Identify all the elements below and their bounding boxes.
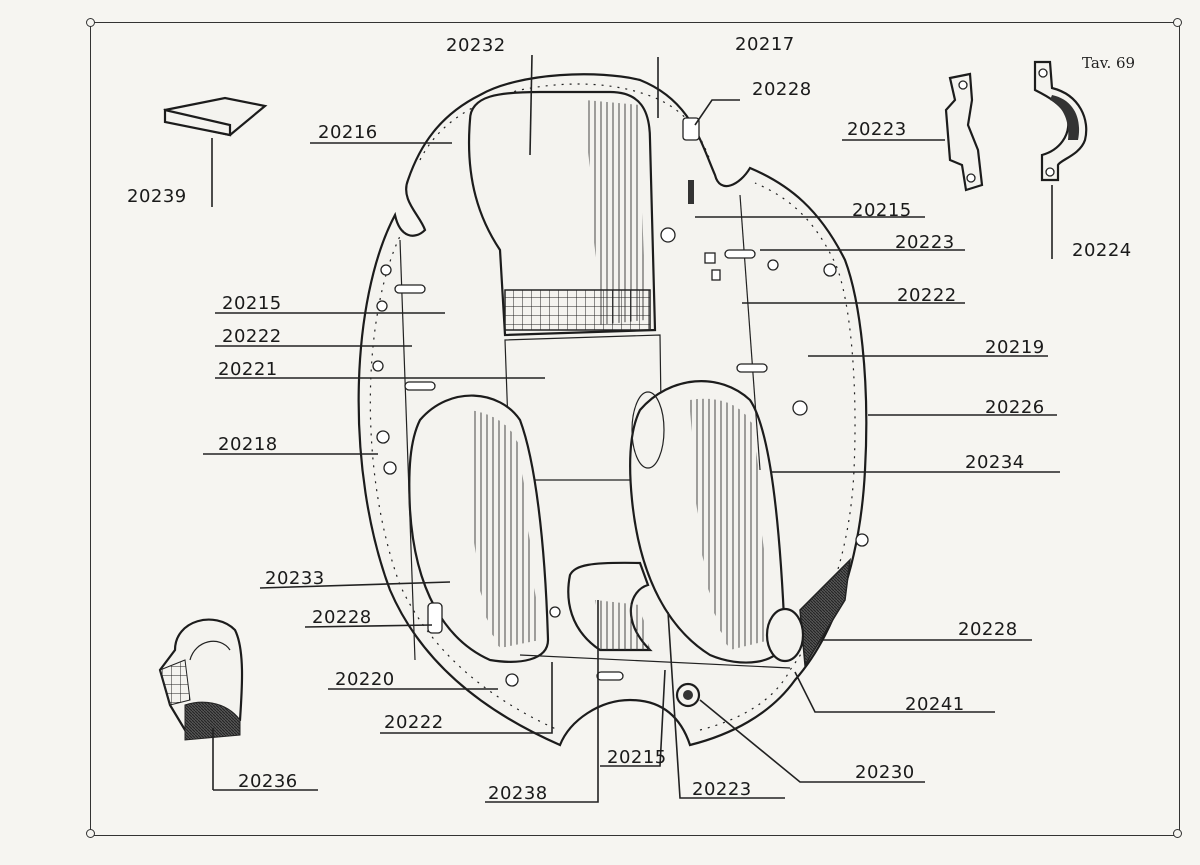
part-number-label: 20226 bbox=[985, 397, 1045, 418]
part-number-label: 20221 bbox=[218, 359, 278, 380]
part-number-label: 20222 bbox=[384, 712, 444, 733]
leader-line bbox=[794, 671, 995, 713]
part-number-label: 20239 bbox=[127, 186, 187, 207]
leader-line bbox=[667, 611, 785, 799]
part-number-label: 20236 bbox=[238, 771, 298, 792]
frame-corner bbox=[1173, 18, 1182, 27]
part-number-label: 20241 bbox=[905, 694, 965, 715]
frame-corner bbox=[86, 829, 95, 838]
part-number-label: 20222 bbox=[897, 285, 957, 306]
part-number-label: 20224 bbox=[1072, 240, 1132, 261]
leader-line bbox=[699, 699, 925, 783]
part-number-label: 20233 bbox=[265, 568, 325, 589]
part-20224-strap bbox=[1033, 60, 1088, 182]
part-number-label: 20223 bbox=[895, 232, 955, 253]
leader-line bbox=[304, 624, 433, 628]
part-number-label: 20217 bbox=[735, 34, 795, 55]
bulkhead-assembly bbox=[357, 73, 869, 747]
part-20223-bracket bbox=[944, 72, 984, 192]
leader-line bbox=[212, 728, 318, 791]
part-number-label: 20230 bbox=[855, 762, 915, 783]
part-number-label: 20223 bbox=[847, 119, 907, 140]
sheet-label: Tav. 69 bbox=[1082, 54, 1136, 72]
part-20236-clamp bbox=[158, 618, 244, 741]
part-number-label: 20216 bbox=[318, 122, 378, 143]
leader-line bbox=[600, 669, 666, 767]
part-number-label: 20215 bbox=[852, 200, 912, 221]
drawing-frame bbox=[90, 22, 1180, 836]
part-number-label: 20215 bbox=[607, 747, 667, 768]
leader-line bbox=[485, 600, 599, 803]
frame-corner bbox=[1173, 829, 1182, 838]
part-number-label: 20223 bbox=[692, 779, 752, 800]
frame-corner bbox=[86, 18, 95, 27]
part-number-label: 20218 bbox=[218, 434, 278, 455]
part-number-label: 20215 bbox=[222, 293, 282, 314]
leader-line bbox=[529, 54, 533, 156]
part-number-label: 20220 bbox=[335, 669, 395, 690]
part-20239-plate bbox=[163, 96, 268, 137]
leader-line bbox=[694, 99, 740, 126]
part-number-label: 20228 bbox=[958, 619, 1018, 640]
leader-line bbox=[259, 581, 451, 589]
part-number-label: 20232 bbox=[446, 35, 506, 56]
part-number-label: 20228 bbox=[312, 607, 372, 628]
part-number-label: 20234 bbox=[965, 452, 1025, 473]
part-number-label: 20219 bbox=[985, 337, 1045, 358]
leader-line bbox=[380, 662, 553, 734]
callouts: 20232 20217 20228 20216 20223 20239 20224 20215… bbox=[127, 34, 1132, 804]
part-number-label: 20238 bbox=[488, 783, 548, 804]
part-number-label: 20222 bbox=[222, 326, 282, 347]
part-number-label: 20228 bbox=[752, 79, 812, 100]
